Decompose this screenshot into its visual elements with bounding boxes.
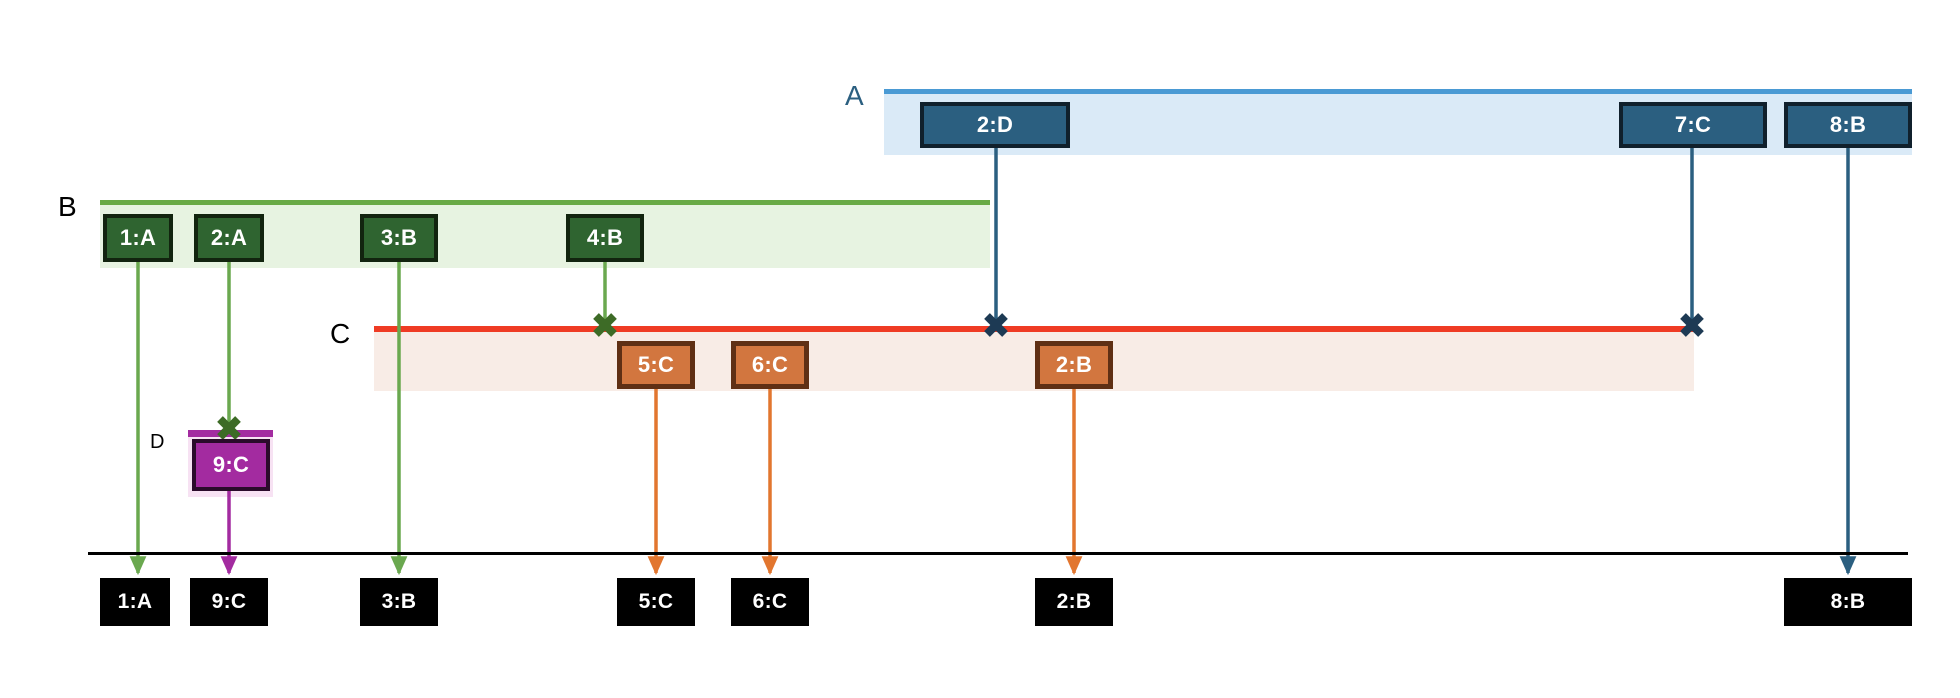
node-b3[interactable]: 3:B xyxy=(360,214,438,262)
node-a3[interactable]: 8:B xyxy=(1784,102,1912,148)
lane-band-c xyxy=(374,329,1694,391)
x-marker-x-7c xyxy=(1680,313,1704,337)
node-s3[interactable]: 3:B xyxy=(360,578,438,626)
node-b4[interactable]: 4:B xyxy=(566,214,644,262)
lane-rule-c xyxy=(374,326,1694,332)
node-c3[interactable]: 2:B xyxy=(1035,341,1113,389)
lane-label-a: A xyxy=(845,80,864,111)
node-s7[interactable]: 8:B xyxy=(1784,578,1912,626)
node-b1[interactable]: 1:A xyxy=(103,214,173,262)
node-s4[interactable]: 5:C xyxy=(617,578,695,626)
x-marker-x-2d xyxy=(984,313,1008,337)
lane-label-c: C xyxy=(330,318,351,349)
lane-label-b: B xyxy=(58,191,77,222)
node-s2[interactable]: 9:C xyxy=(190,578,268,626)
lane-label-d: D xyxy=(150,431,165,453)
node-s5[interactable]: 6:C xyxy=(731,578,809,626)
node-d1[interactable]: 9:C xyxy=(192,439,270,491)
node-b2[interactable]: 2:A xyxy=(194,214,264,262)
node-a2[interactable]: 7:C xyxy=(1619,102,1767,148)
baseline-axis xyxy=(88,552,1908,555)
node-a1[interactable]: 2:D xyxy=(920,102,1070,148)
x-marker-x-2a9c xyxy=(217,416,241,440)
x-marker-x-4b xyxy=(593,313,617,337)
node-c2[interactable]: 6:C xyxy=(731,341,809,389)
node-c1[interactable]: 5:C xyxy=(617,341,695,389)
lane-rule-b xyxy=(100,200,990,205)
lane-rule-a xyxy=(884,89,1912,94)
node-s6[interactable]: 2:B xyxy=(1035,578,1113,626)
node-s1[interactable]: 1:A xyxy=(100,578,170,626)
